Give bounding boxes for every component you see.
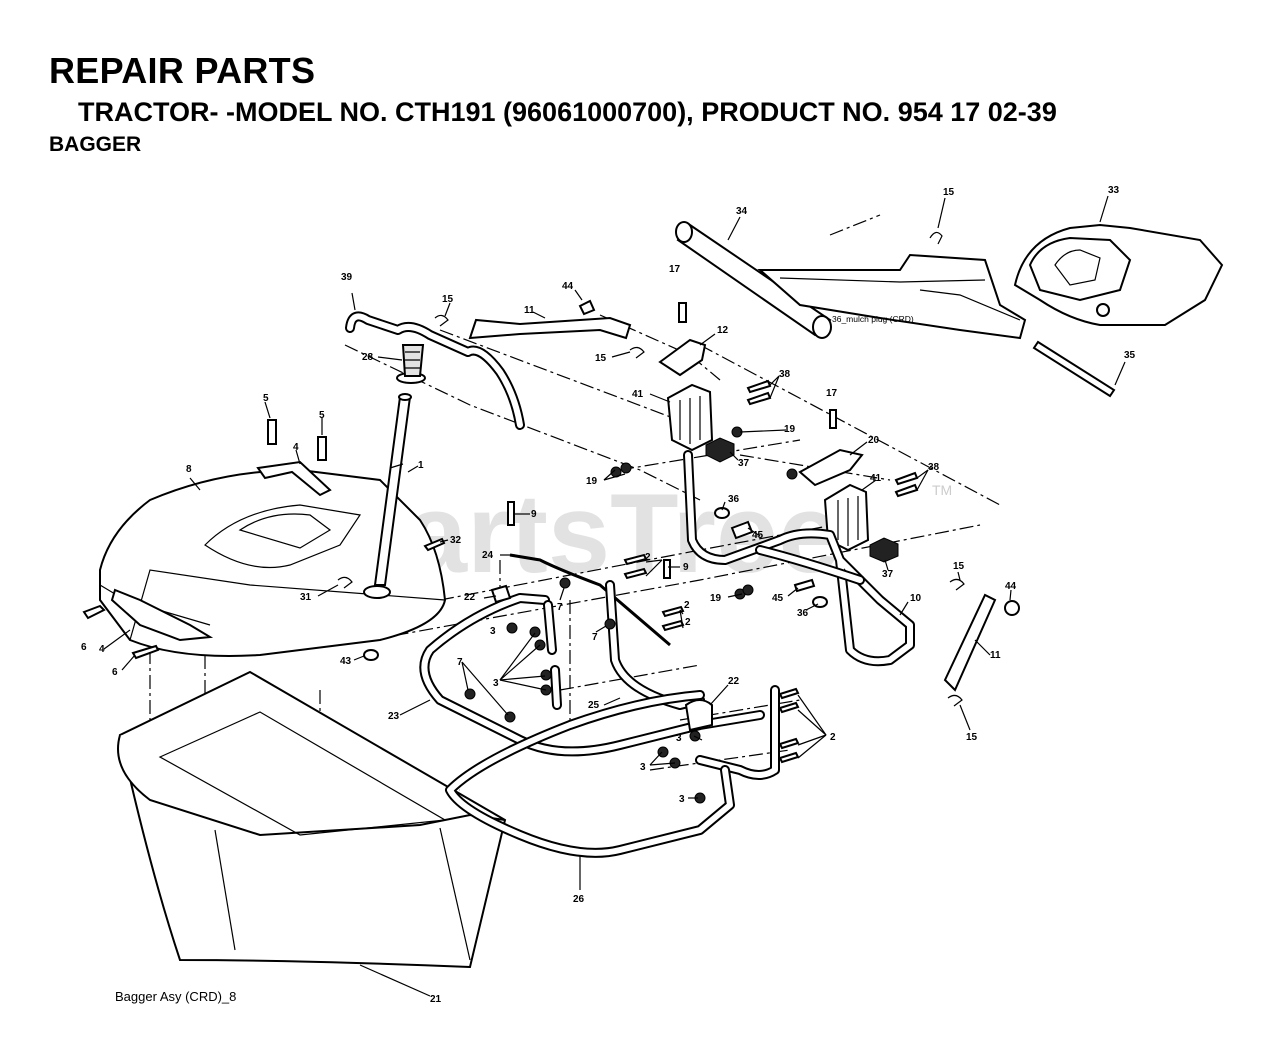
grass-bag [117, 670, 507, 969]
callout-4: 4 [99, 644, 105, 655]
footer-label: Bagger Asy (CRD)_8 [115, 989, 236, 1004]
bracket-clip [658, 338, 707, 377]
mulch-plug [675, 221, 1027, 340]
callout-17: 17 [669, 264, 681, 275]
callout-2: 2 [830, 732, 836, 743]
callout-19: 19 [710, 593, 722, 604]
grip [396, 344, 426, 384]
callout-44: 44 [562, 281, 574, 292]
callout-43: 43 [340, 656, 352, 667]
callout-41: 41 [870, 473, 882, 484]
latch-22-left [490, 584, 512, 604]
callout-7: 7 [457, 657, 463, 668]
callout-38: 38 [779, 369, 791, 380]
bag-frame-26 [445, 690, 735, 858]
callout-2: 2 [645, 552, 651, 563]
bracket-clip-right [798, 448, 864, 487]
callout-2: 2 [685, 617, 691, 628]
callout-15: 15 [595, 353, 607, 364]
bumper-block-right [869, 537, 899, 563]
callout-15: 15 [442, 294, 454, 305]
callout-31: 31 [300, 592, 312, 603]
bagger-frame [683, 450, 915, 667]
watermark-tm: TM [932, 482, 952, 498]
callout-19: 19 [586, 476, 598, 487]
callout-5: 5 [263, 393, 269, 404]
mount-bracket-left [666, 383, 714, 452]
discharge-chute [1013, 223, 1224, 326]
callout-7: 7 [557, 602, 563, 613]
callout-3: 3 [490, 626, 496, 637]
callout-44: 44 [1005, 581, 1017, 592]
hardware [82, 231, 1020, 804]
bag-frame-23 [419, 593, 765, 757]
callout-36: 36 [728, 494, 740, 505]
model-subtitle: TRACTOR- -MODEL NO. CTH191 (96061000700)… [78, 97, 1057, 127]
callout-6: 6 [81, 642, 87, 653]
callout-11: 11 [990, 650, 1001, 661]
callout-labels: 1 2 2 2 2 3 3 3 3 3 4 4 5 5 6 6 7 7 7 8 … [81, 185, 1136, 1005]
hinge-bracket-right [943, 593, 997, 692]
callout-23: 23 [388, 711, 400, 722]
callout-8: 8 [186, 464, 192, 475]
mulch-plug-note: 36_mulch plug (CRD) [832, 314, 914, 324]
callout-33: 33 [1108, 185, 1120, 196]
callout-10: 10 [910, 593, 922, 604]
callout-15: 15 [966, 732, 978, 743]
callout-45: 45 [752, 530, 764, 541]
callout-26: 26 [573, 894, 585, 905]
callout-9: 9 [683, 562, 689, 573]
callout-15: 15 [953, 561, 965, 572]
bag-frame-25 [605, 580, 780, 780]
callout-19: 19 [784, 424, 796, 435]
callout-45: 45 [772, 593, 784, 604]
callout-12: 12 [717, 325, 729, 336]
callout-7: 7 [592, 632, 598, 643]
support-tube [373, 393, 412, 586]
leader-lines [103, 195, 1126, 997]
callout-11: 11 [524, 305, 535, 316]
callout-24: 24 [482, 550, 494, 561]
hinge-bracket-upper [468, 316, 632, 340]
cross-rod [509, 553, 671, 647]
latch-22 [684, 699, 713, 732]
callout-22: 22 [728, 676, 740, 687]
callout-35: 35 [1124, 350, 1136, 361]
bumper-block-left [705, 437, 735, 463]
callout-37: 37 [882, 569, 894, 580]
bag-frame-upright [543, 600, 562, 710]
callout-39: 39 [341, 272, 353, 283]
callout-32: 32 [450, 535, 462, 546]
callout-20: 20 [868, 435, 880, 446]
section-title: BAGGER [49, 133, 142, 156]
callout-41: 41 [632, 389, 644, 400]
callout-3: 3 [676, 733, 682, 744]
side-handle [110, 588, 214, 642]
callout-37: 37 [738, 458, 750, 469]
callout-28: 28 [362, 352, 374, 363]
callout-22: 22 [464, 592, 476, 603]
page-title: REPAIR PARTS [49, 50, 316, 91]
handle-rod [345, 311, 525, 430]
bag-cover [99, 468, 447, 657]
callout-6: 6 [112, 667, 118, 678]
callout-25: 25 [588, 700, 600, 711]
chute-pin [1032, 340, 1116, 398]
callout-38: 38 [928, 462, 940, 473]
callout-34: 34 [736, 206, 748, 217]
callout-4: 4 [293, 442, 299, 453]
callout-9: 9 [531, 509, 537, 520]
callout-3: 3 [493, 678, 499, 689]
callout-2: 2 [684, 600, 690, 611]
callout-36: 36 [797, 608, 809, 619]
callout-3: 3 [640, 762, 646, 773]
callout-3: 3 [679, 794, 685, 805]
callout-21: 21 [430, 994, 442, 1005]
callout-5: 5 [319, 410, 325, 421]
callout-17: 17 [826, 388, 838, 399]
callout-15: 15 [943, 187, 955, 198]
callout-1: 1 [418, 460, 424, 471]
